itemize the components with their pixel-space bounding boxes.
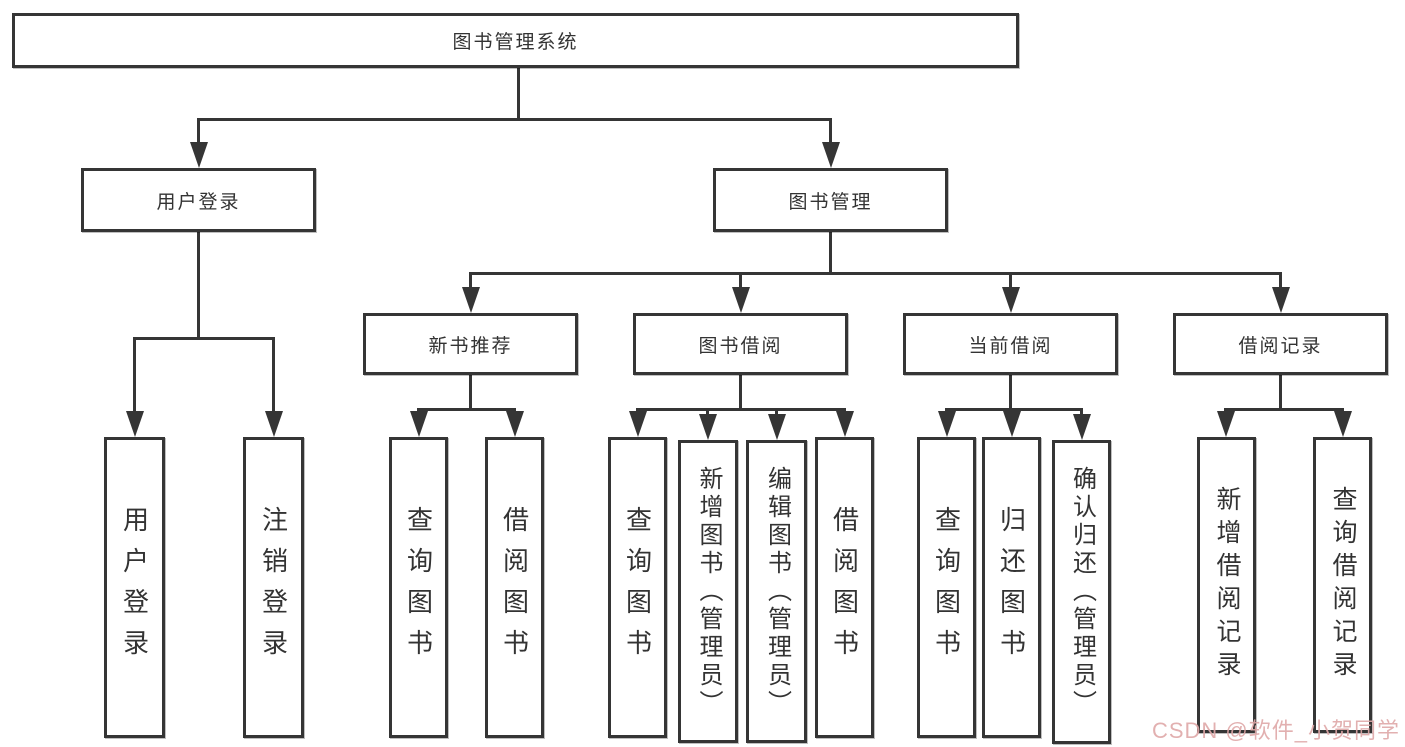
- arrow-down-icon: [822, 142, 840, 168]
- node-label: 用户登录: [156, 191, 241, 213]
- arrow-down-icon: [768, 414, 786, 440]
- arrow-down-icon: [265, 411, 283, 437]
- arrow-down-icon: [462, 287, 480, 313]
- node-label: 图书借阅: [698, 335, 783, 357]
- node-user-login: 用户登录: [81, 168, 316, 232]
- connector-line: [272, 337, 275, 413]
- connector-line: [945, 408, 1083, 411]
- node-label: 查询图书: [403, 505, 434, 670]
- arrow-down-icon: [506, 411, 524, 437]
- leaf-user-login: 用户登录: [104, 437, 165, 738]
- node-label: 查询借阅记录: [1329, 486, 1357, 684]
- node-label: 查询图书: [931, 505, 962, 670]
- arrow-down-icon: [1003, 411, 1021, 437]
- connector-line: [829, 118, 832, 148]
- leaf-query-books-2: 查询图书: [608, 437, 667, 738]
- arrow-down-icon: [836, 411, 854, 437]
- arrow-down-icon: [410, 411, 428, 437]
- node-label: 确认归还（管理员）: [1068, 466, 1096, 718]
- node-label: 新增图书（管理员）: [695, 465, 722, 718]
- node-label: 查询图书: [622, 505, 653, 670]
- connector-line: [1279, 272, 1282, 292]
- connector-line: [1009, 375, 1012, 410]
- leaf-edit-books-admin: 编辑图书（管理员）: [746, 440, 807, 743]
- connector-line: [469, 272, 1282, 275]
- connector-line: [636, 408, 846, 411]
- node-book-borrowing: 图书借阅: [633, 313, 848, 375]
- connector-line: [829, 230, 832, 274]
- connector-line: [706, 408, 709, 417]
- arrow-down-icon: [1334, 411, 1352, 437]
- arrow-down-icon: [1217, 411, 1235, 437]
- node-label: 新书推荐: [428, 335, 513, 357]
- leaf-borrow-books-2: 借阅图书: [815, 437, 874, 738]
- node-label: 注销登录: [258, 505, 289, 670]
- connector-line: [417, 408, 516, 411]
- connector-line: [739, 375, 742, 410]
- arrow-down-icon: [629, 411, 647, 437]
- leaf-return-books: 归还图书: [982, 437, 1041, 738]
- node-borrow-records: 借阅记录: [1173, 313, 1388, 375]
- leaf-confirm-return-admin: 确认归还（管理员）: [1052, 440, 1111, 744]
- connector-line: [133, 337, 275, 340]
- node-label: 借阅图书: [499, 505, 530, 670]
- node-label: 新增借阅记录: [1213, 486, 1241, 684]
- node-label: 编辑图书（管理员）: [763, 465, 791, 718]
- node-new-book-recommend: 新书推荐: [363, 313, 578, 375]
- arrow-down-icon: [699, 414, 717, 440]
- node-root: 图书管理系统: [12, 13, 1019, 68]
- arrow-down-icon: [1272, 287, 1290, 313]
- arrow-down-icon: [126, 411, 144, 437]
- connector-line: [739, 272, 742, 292]
- leaf-borrow-books-1: 借阅图书: [485, 437, 544, 738]
- connector-line: [197, 118, 832, 121]
- connector-line: [197, 118, 200, 148]
- connector-line: [1080, 408, 1083, 417]
- leaf-add-borrow-record: 新增借阅记录: [1197, 437, 1256, 733]
- node-book-management: 图书管理: [713, 168, 948, 232]
- arrow-down-icon: [190, 142, 208, 168]
- node-label: 借阅记录: [1238, 335, 1323, 357]
- arrow-down-icon: [1073, 414, 1091, 440]
- connector-line: [775, 408, 778, 417]
- leaf-logout: 注销登录: [243, 437, 304, 738]
- node-label: 用户登录: [119, 505, 150, 670]
- connector-line: [517, 66, 520, 118]
- leaf-query-books-3: 查询图书: [917, 437, 976, 738]
- connector-line: [133, 337, 136, 413]
- connector-line: [1009, 272, 1012, 292]
- node-current-borrowing: 当前借阅: [903, 313, 1118, 375]
- node-label: 借阅图书: [829, 505, 860, 670]
- arrow-down-icon: [732, 287, 750, 313]
- node-label: 当前借阅: [968, 335, 1053, 357]
- node-label: 图书管理系统: [452, 32, 579, 53]
- arrow-down-icon: [1002, 287, 1020, 313]
- connector-line: [469, 272, 472, 292]
- connector-line: [1279, 375, 1282, 410]
- leaf-add-books-admin: 新增图书（管理员）: [678, 440, 738, 743]
- leaf-query-borrow-record: 查询借阅记录: [1313, 437, 1372, 733]
- leaf-query-books-1: 查询图书: [389, 437, 448, 738]
- connector-line: [469, 375, 472, 410]
- connector-line: [1224, 408, 1344, 411]
- arrow-down-icon: [938, 411, 956, 437]
- connector-line: [197, 230, 200, 339]
- node-label: 归还图书: [996, 505, 1027, 670]
- node-label: 图书管理: [788, 191, 873, 213]
- csdn-watermark: CSDN @软件_小贺同学: [1151, 718, 1400, 743]
